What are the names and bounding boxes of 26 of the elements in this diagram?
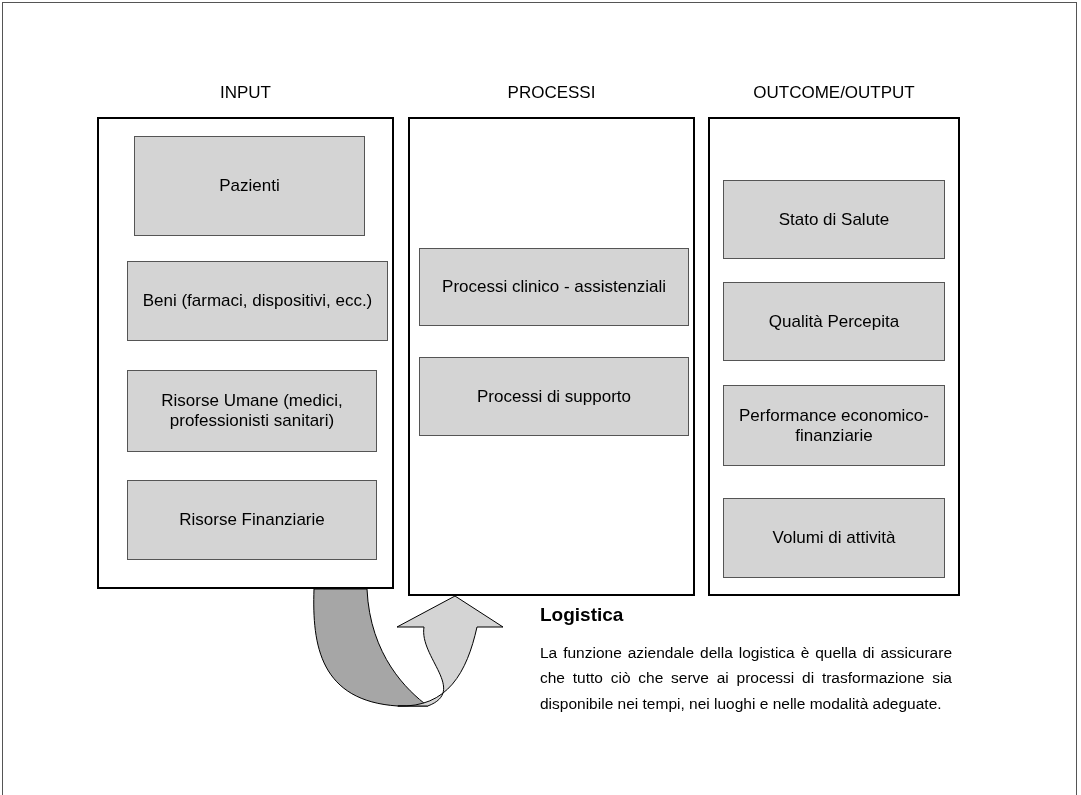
item-box — [723, 385, 945, 466]
description-paragraph: La funzione aziendale della logistica è quella di assicurare che tutto ciò che serve ai processi di trasformazione sia disponibile nei tempi, nei luoghi e nelle modalità adeguate. — [540, 643, 952, 714]
item-box — [127, 261, 388, 341]
item-box — [134, 136, 365, 236]
item-box — [127, 370, 377, 452]
item-text: Volumi di attività — [772, 528, 896, 548]
item-box — [419, 357, 689, 436]
item-text: Processi clinico - assistenziali — [442, 277, 666, 297]
item-text: Pazienti — [219, 176, 280, 196]
item-text: Performance economico-finanziarie — [738, 405, 930, 446]
item-text: Risorse Finanziarie — [179, 510, 325, 530]
item-box — [419, 248, 689, 326]
column-heading: INPUT — [219, 83, 272, 103]
curved-arrow — [313, 588, 504, 707]
item-text: Processi di supporto — [477, 386, 631, 407]
item-text: Qualità Percepita — [768, 311, 900, 332]
column-heading: PROCESSI — [506, 83, 597, 103]
item-box — [723, 282, 945, 361]
item-text: Beni (farmaci, dispositivi, ecc.) — [142, 291, 373, 311]
item-text: Risorse Umane (medici, professionisti sanitari) — [160, 391, 344, 431]
item-text: Stato di Salute — [778, 209, 890, 230]
section-heading: Logistica — [540, 604, 624, 626]
item-box — [127, 480, 377, 560]
item-box — [723, 498, 945, 578]
column-heading: OUTCOME/OUTPUT — [752, 83, 916, 103]
item-box — [723, 180, 945, 259]
